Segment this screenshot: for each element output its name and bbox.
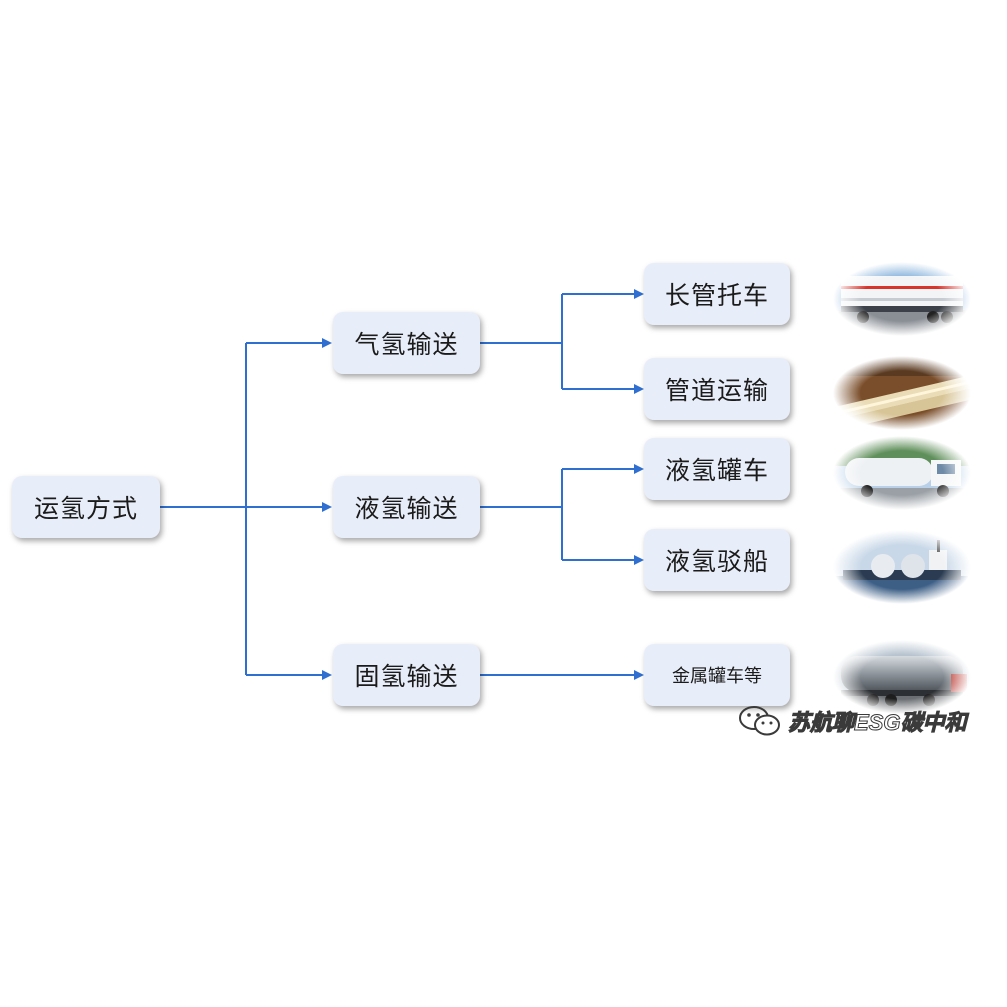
category-label: 液氢输送 — [354, 494, 459, 523]
root-label: 运氢方式 — [33, 494, 138, 523]
watermark-text: 苏航聊ESG碳中和 — [787, 710, 967, 736]
category-label: 气氢输送 — [354, 330, 459, 359]
liquid-barge-photo — [833, 530, 971, 604]
method-label: 管道运输 — [664, 376, 769, 405]
method-label: 液氢驳船 — [664, 547, 769, 576]
category-label: 固氢输送 — [354, 662, 459, 691]
method-node-liquid-tanker: 液氢罐车 — [644, 438, 790, 500]
pipeline-photo — [833, 356, 971, 430]
liquid-tanker-photo — [833, 436, 971, 510]
category-node-gas: 气氢输送 — [333, 312, 480, 374]
wechat-icon — [739, 706, 780, 736]
metal-tanker-photo — [833, 640, 971, 714]
root-node: 运氢方式 — [12, 476, 160, 538]
watermark: 苏航聊ESG碳中和 — [738, 704, 967, 738]
method-label: 液氢罐车 — [664, 456, 769, 485]
method-node-pipeline: 管道运输 — [644, 358, 790, 420]
method-node-liquid-barge: 液氢驳船 — [644, 529, 790, 591]
category-node-liquid: 液氢输送 — [333, 476, 480, 538]
method-label: 金属罐车等 — [672, 666, 762, 687]
tube-trailer-photo — [833, 262, 971, 336]
category-node-solid: 固氢输送 — [333, 644, 480, 706]
method-label: 长管托车 — [664, 281, 769, 310]
method-node-tube-trailer: 长管托车 — [644, 263, 790, 325]
method-node-metal-tanker: 金属罐车等 — [644, 644, 790, 706]
